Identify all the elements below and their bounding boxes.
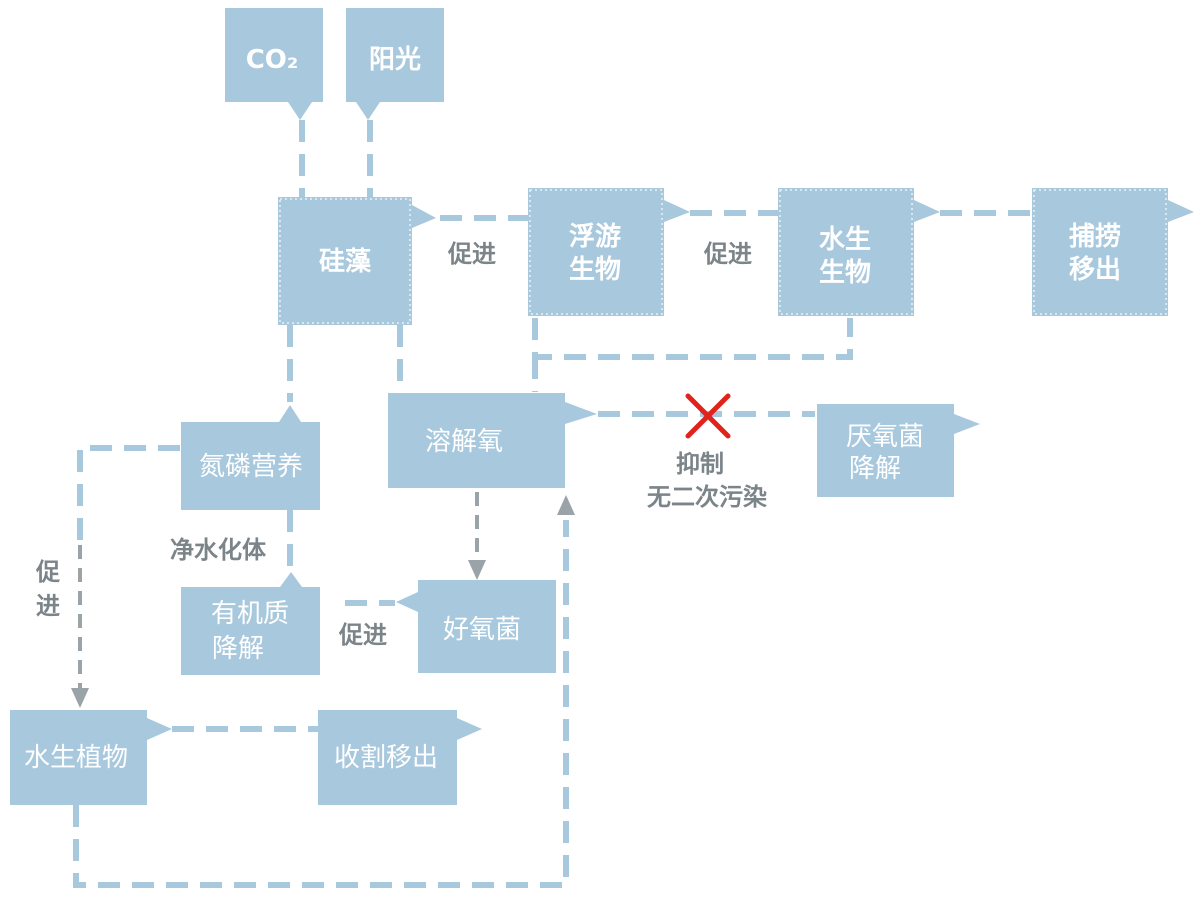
svg-text:水生: 水生 xyxy=(819,225,871,255)
svg-text:生物: 生物 xyxy=(569,255,621,285)
inhibit-cross-icon xyxy=(685,393,731,439)
node-diatom: 硅藻 xyxy=(278,197,436,325)
node-aquatic-life: 水生 生物 xyxy=(778,188,940,316)
svg-text:捕捞: 捕捞 xyxy=(1069,222,1121,252)
node-co2: CO₂ xyxy=(225,8,323,120)
label-no-secondary-pollution: 无二次污染 xyxy=(647,483,767,511)
arrowhead-to-oxygen xyxy=(557,495,575,515)
node-plankton: 浮游 生物 xyxy=(528,188,690,316)
node-aerobic-bacteria: 好氧菌 xyxy=(396,580,556,673)
node-aquatic-plants: 水生植物 xyxy=(10,710,172,805)
node-dissolved-oxygen: 溶解氧 xyxy=(388,393,597,488)
label-promote-vertical-1: 促 xyxy=(35,558,60,586)
arrowhead-to-aerobic xyxy=(468,560,486,580)
label-promote-vertical-2: 进 xyxy=(36,592,60,620)
arrow-connectors xyxy=(71,492,575,708)
node-catch-remove: 捕捞 移出 xyxy=(1032,188,1194,316)
svg-text:生物: 生物 xyxy=(819,258,871,288)
label-promote-aerobic-organic: 促进 xyxy=(338,621,387,649)
svg-text:好氧菌: 好氧菌 xyxy=(443,615,521,645)
node-harvest-remove: 收割移出 xyxy=(318,710,482,805)
svg-text:溶解氧: 溶解氧 xyxy=(425,427,503,457)
label-promote-diatom-plankton: 促进 xyxy=(447,240,496,268)
svg-text:有机质: 有机质 xyxy=(211,599,289,629)
svg-text:氮磷营养: 氮磷营养 xyxy=(199,452,303,482)
connectors xyxy=(73,120,1032,888)
svg-text:CO₂: CO₂ xyxy=(246,45,299,75)
svg-text:硅藻: 硅藻 xyxy=(319,247,372,277)
svg-text:收割移出: 收割移出 xyxy=(334,743,438,773)
svg-text:降解: 降解 xyxy=(212,634,264,664)
svg-text:降解: 降解 xyxy=(849,454,901,484)
node-sunlight: 阳光 xyxy=(346,8,444,120)
svg-text:浮游: 浮游 xyxy=(569,222,621,252)
node-organic-decomposition: 有机质 降解 xyxy=(181,572,320,675)
svg-text:厌氧菌: 厌氧菌 xyxy=(846,422,924,452)
label-inhibit: 抑制 xyxy=(676,450,724,478)
svg-text:水生植物: 水生植物 xyxy=(24,743,128,773)
label-promote-plankton-aquatic: 促进 xyxy=(703,240,752,268)
svg-text:移出: 移出 xyxy=(1069,255,1121,285)
node-nitrogen-phosphorus: 氮磷营养 xyxy=(181,405,320,510)
label-purify-water: 净水化体 xyxy=(170,536,267,564)
arrowhead-to-plants xyxy=(71,688,89,708)
node-anaerobic-decomposition: 厌氧菌 降解 xyxy=(817,404,980,497)
svg-text:阳光: 阳光 xyxy=(369,45,421,75)
